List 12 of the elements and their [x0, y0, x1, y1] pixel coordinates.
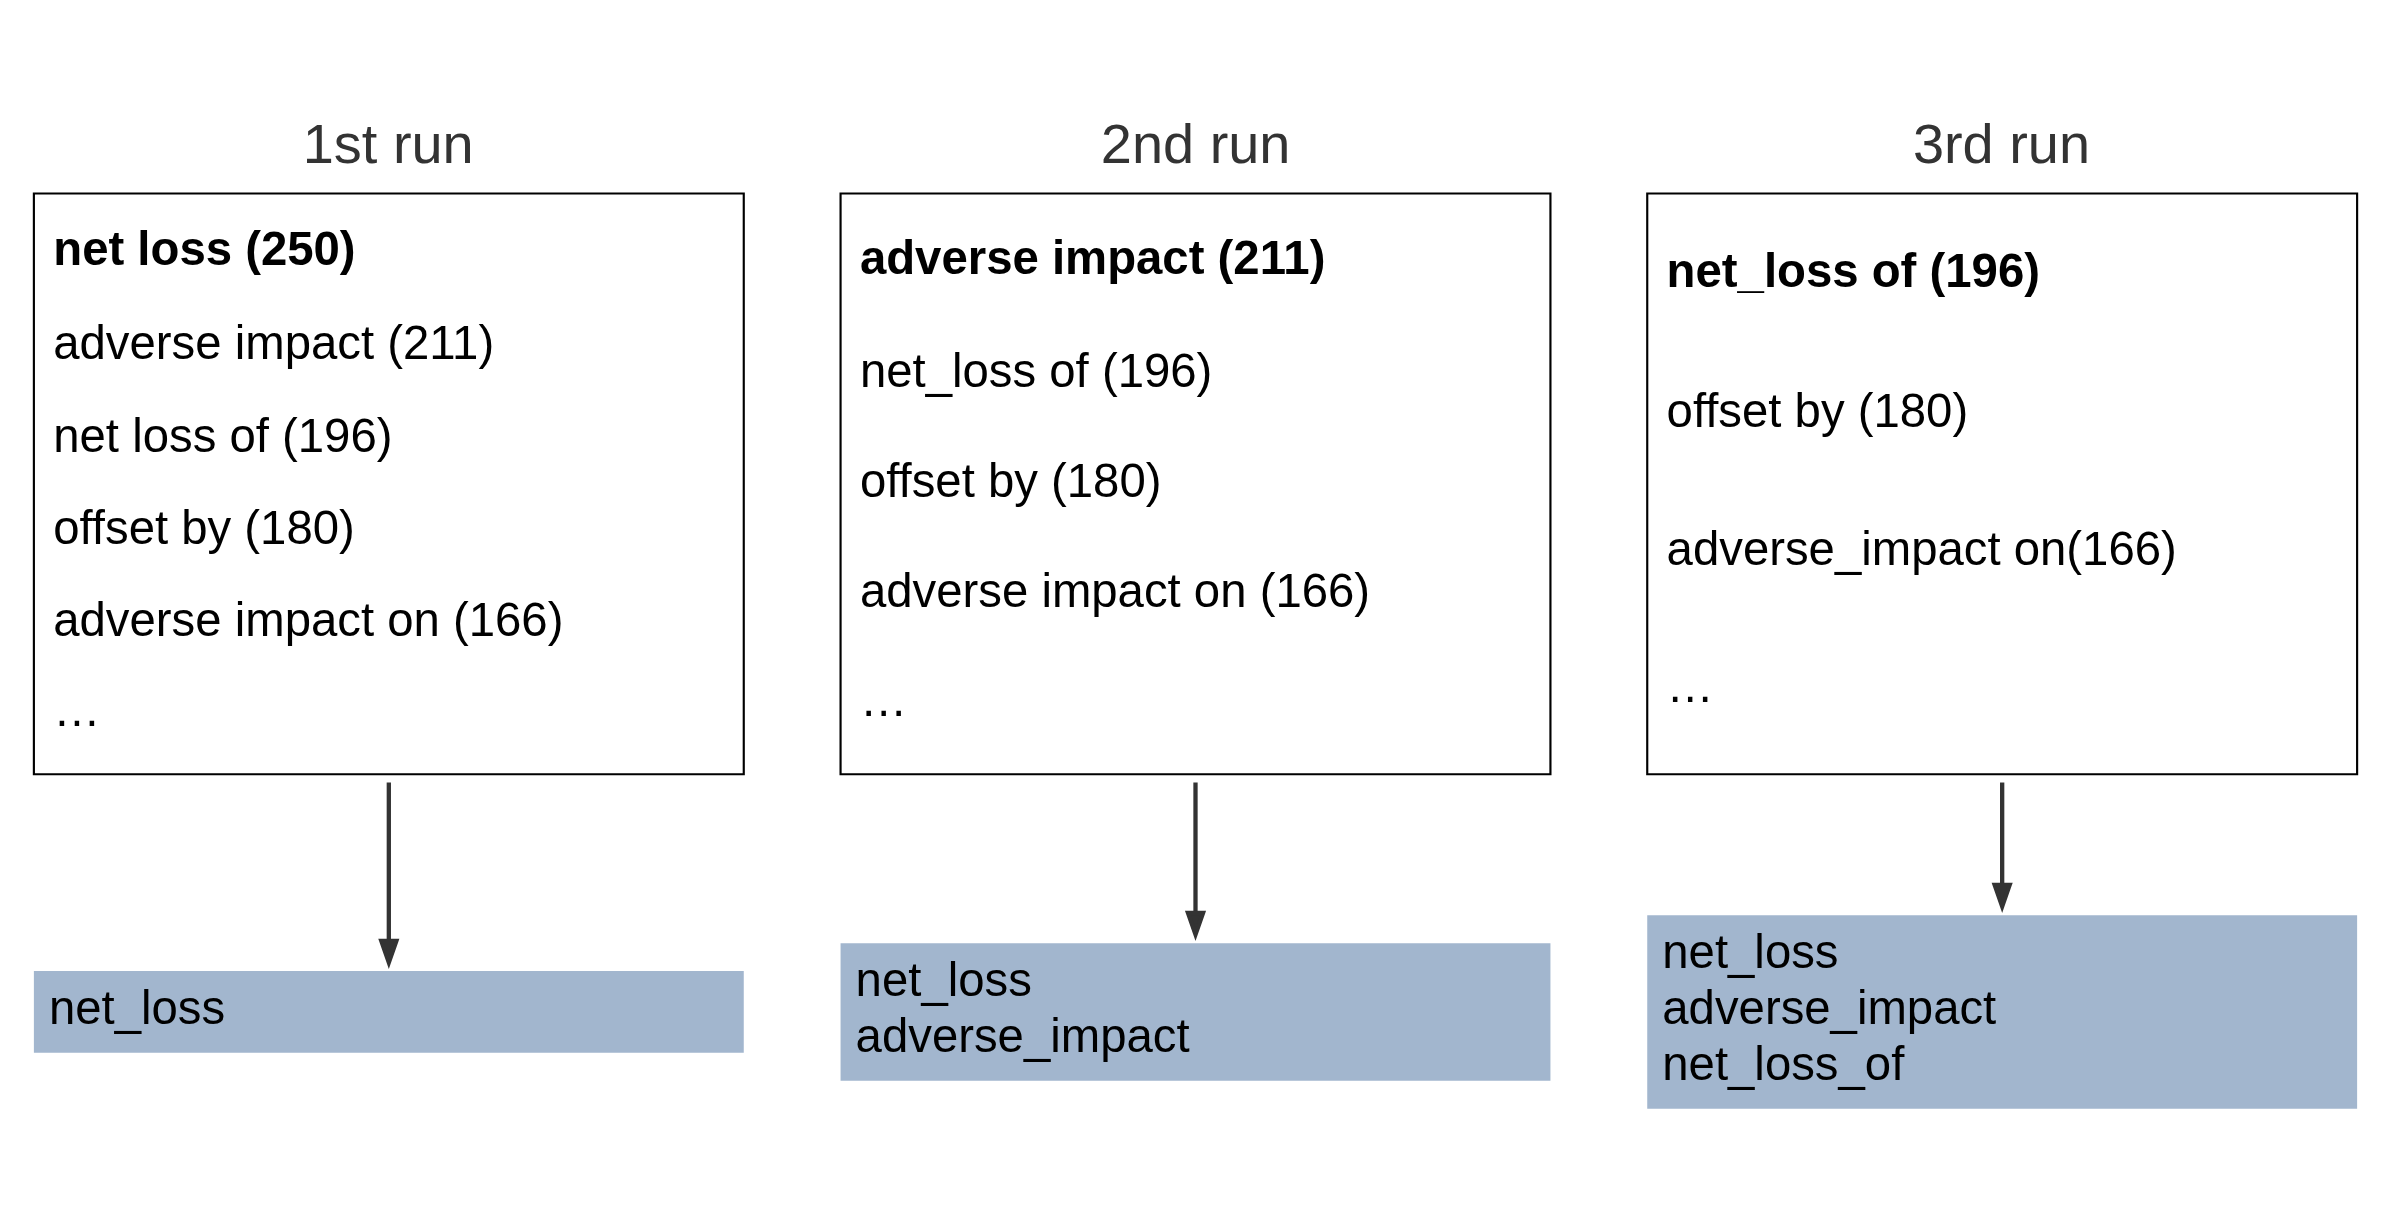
arrow	[1991, 782, 2013, 913]
arrow	[1184, 782, 1207, 941]
node-label: 2nd run	[1100, 111, 1291, 175]
node-box: net_loss of (196) offset by (180) adverse_impact on(166) …	[1646, 191, 2359, 775]
node-label: 1st run	[302, 111, 474, 175]
node-box: net loss (250) adverse impact (211) net loss of (196) offset by (180) adverse impact on (166) …	[32, 191, 745, 775]
node-box: net_loss	[33, 970, 744, 1053]
node-label: 3rd run	[1912, 111, 2091, 175]
node-box: net_loss adverse_impact	[840, 942, 1551, 1081]
node-box: adverse impact (211) net_loss of (196) offset by (180) adverse impact on (166) …	[839, 191, 1552, 775]
arrow	[378, 782, 400, 969]
node-box: net_loss adverse_impact net_loss_of	[1647, 914, 2358, 1109]
